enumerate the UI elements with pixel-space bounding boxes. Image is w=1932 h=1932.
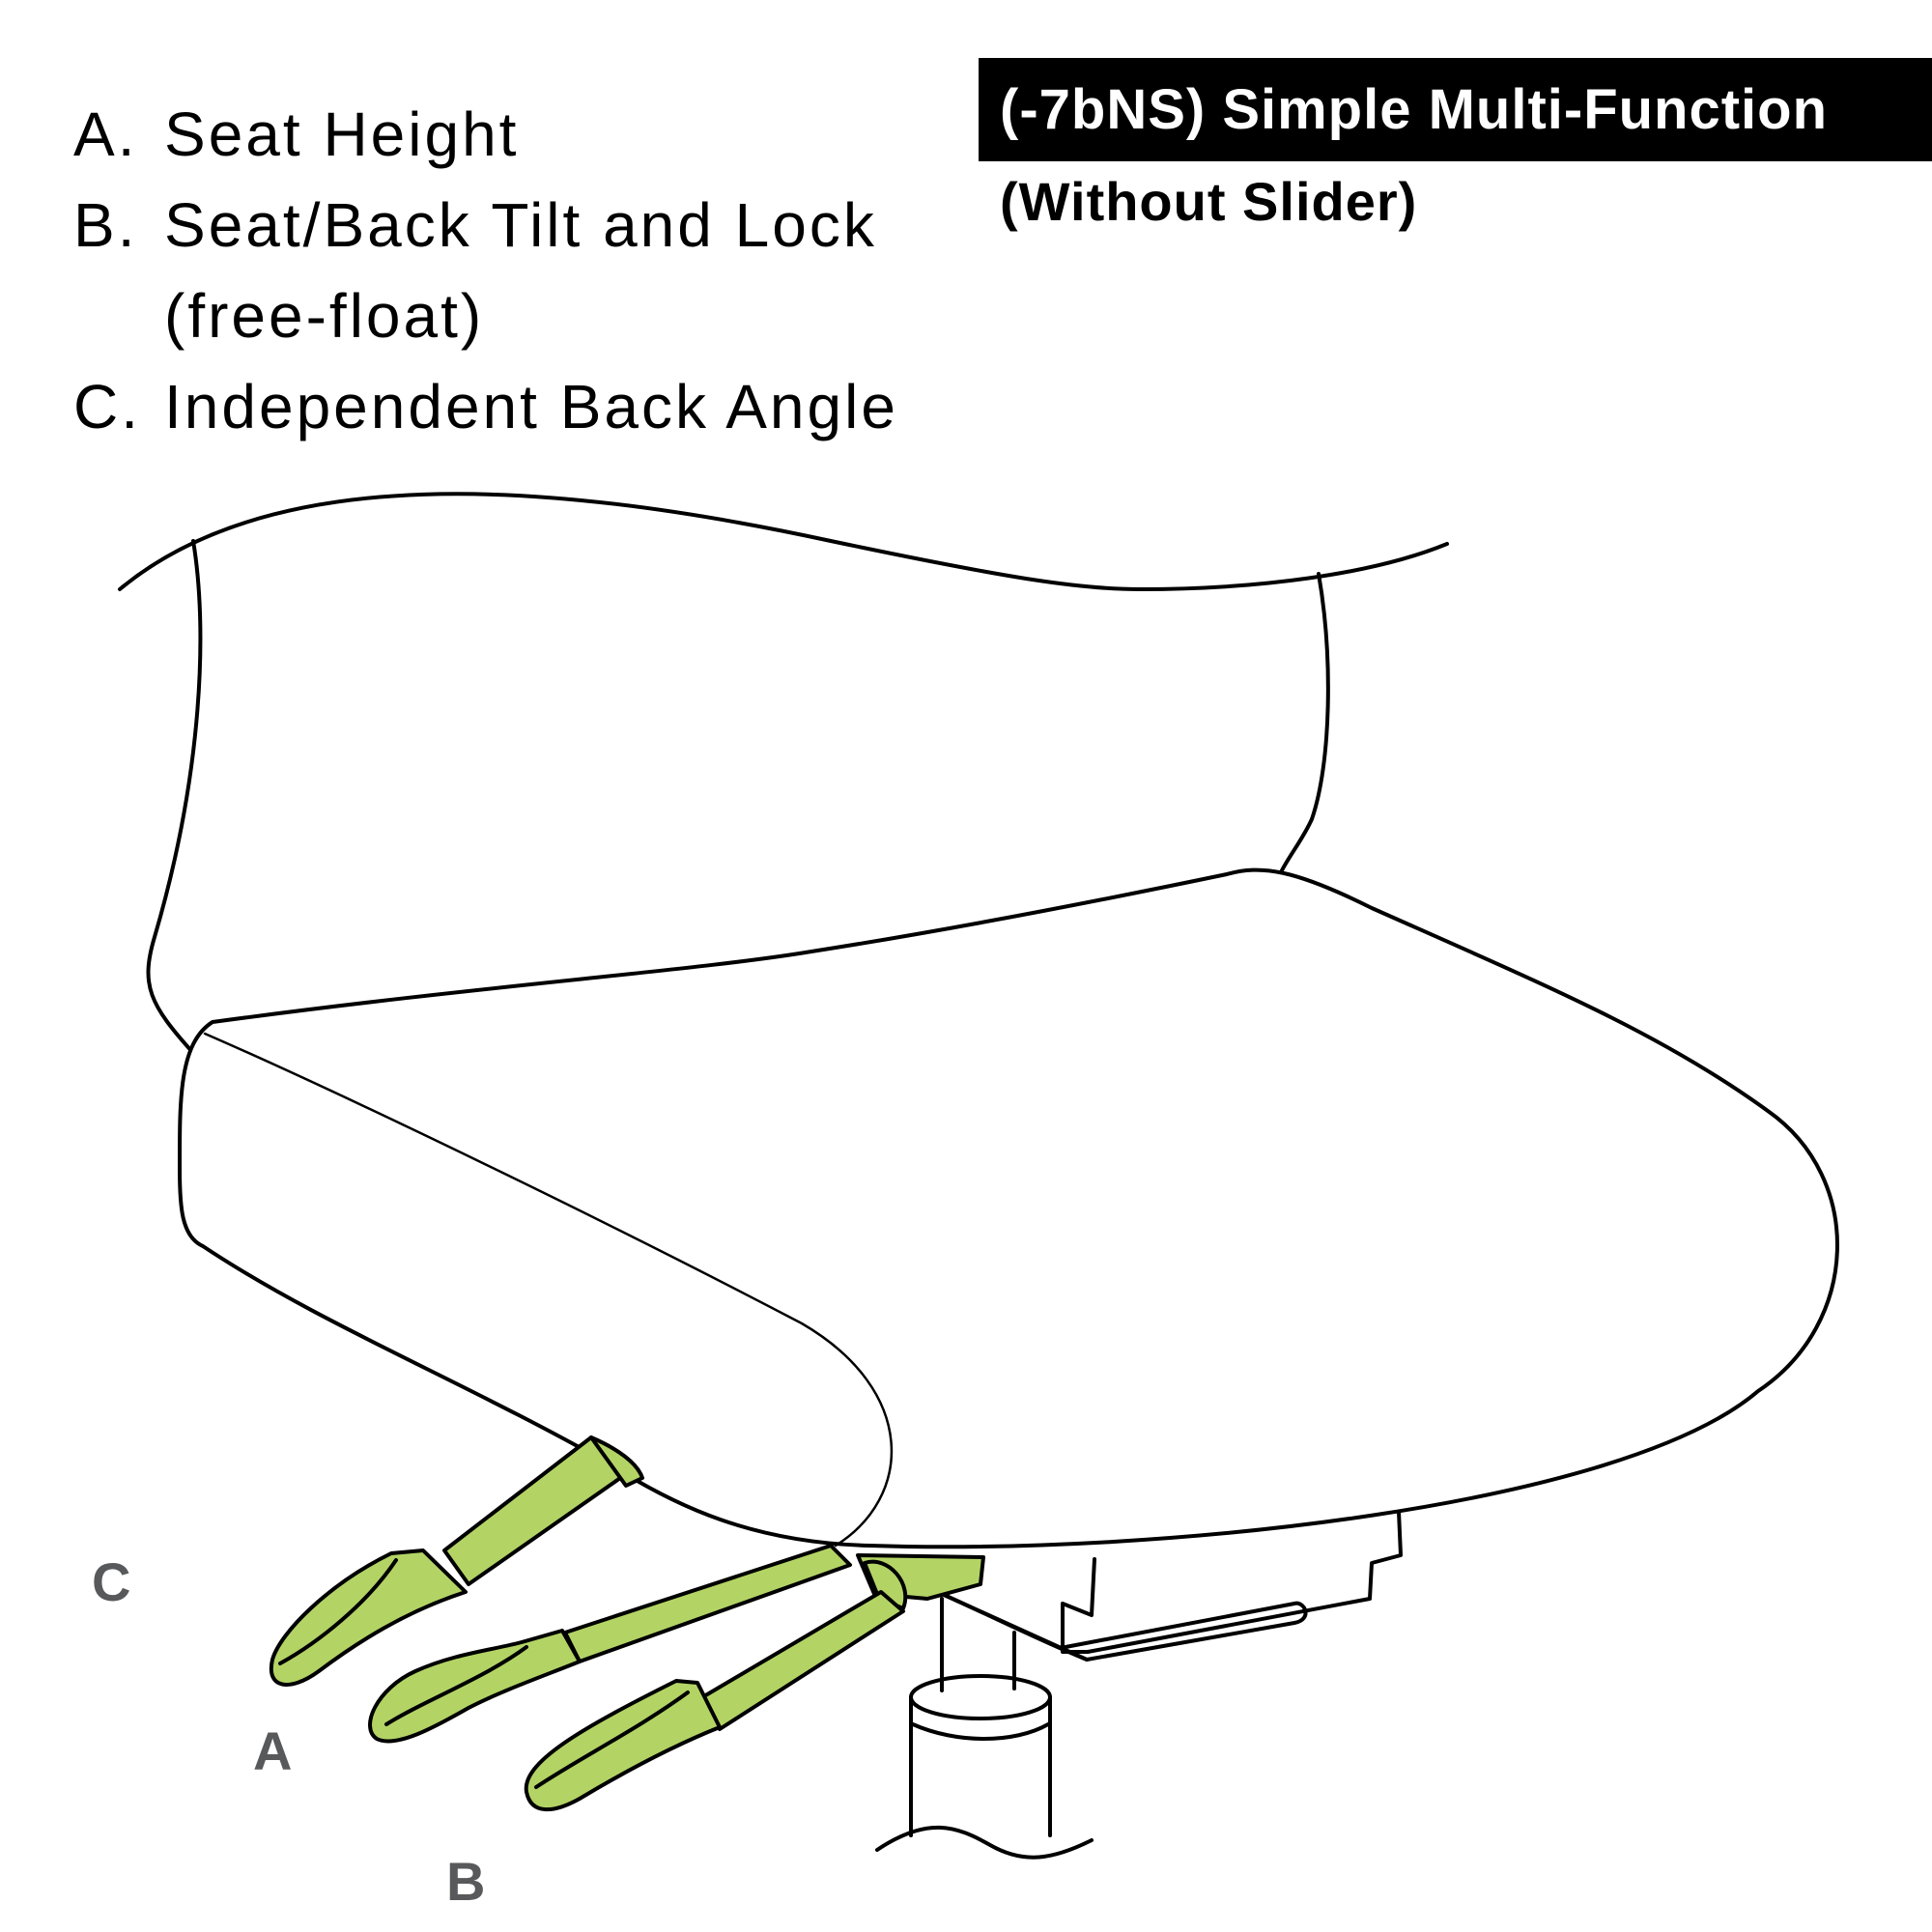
mechanism-housing — [940, 1592, 1308, 1662]
lever-c-grip-line — [278, 1558, 398, 1665]
callout-a: A — [253, 1720, 293, 1781]
cylinder-collar-top — [909, 1674, 1052, 1720]
legend-item-a: A. Seat Height — [73, 89, 898, 180]
lever-b-shaft — [696, 1590, 905, 1731]
legend-item-c: C. Independent Back Angle — [73, 361, 898, 452]
backrest-right-edge — [1279, 572, 1330, 874]
adjustment-legend: A. Seat Height B. Seat/Back Tilt and Loc… — [73, 89, 898, 452]
lever-b-grip — [524, 1679, 722, 1812]
lever-c-grip — [269, 1548, 468, 1687]
legend-item-b-continuation: (free-float) — [73, 270, 898, 361]
legend-text: Independent Back Angle — [164, 372, 898, 441]
lever-a — [368, 1544, 852, 1744]
model-title: (-7bNS) Simple Multi-Function — [979, 58, 1932, 161]
legend-letter: B. — [73, 190, 138, 260]
legend-text: Seat Height — [164, 99, 520, 169]
chair-backrest — [118, 492, 1449, 591]
model-subtitle: (Without Slider) — [1000, 171, 1418, 232]
cylinder-body — [909, 1695, 1052, 1837]
legend-letter: C. — [73, 372, 141, 441]
lever-a-grip — [368, 1629, 582, 1744]
legend-text: Seat/Back Tilt and Lock — [164, 190, 877, 260]
lever-c-collar — [589, 1435, 644, 1488]
callout-b: B — [446, 1851, 486, 1912]
chair-seat — [177, 867, 1839, 1549]
lever-b-joint — [863, 1559, 908, 1610]
legend-text: (free-float) — [164, 281, 485, 351]
mechanism-lower-plate — [940, 1592, 1089, 1662]
legend-item-b: B. Seat/Back Tilt and Lock — [73, 180, 898, 270]
seat-front-contour — [203, 1032, 894, 1548]
backrest-left-edge — [146, 539, 203, 1055]
lever-c-shaft — [442, 1435, 625, 1586]
legend-letter: A. — [73, 99, 138, 169]
lever-c — [269, 1435, 644, 1687]
cylinder-band — [911, 1722, 1050, 1741]
mechanism-front-plate — [1061, 1510, 1403, 1654]
callout-c: C — [92, 1551, 131, 1612]
lever-b — [524, 1553, 985, 1812]
cylinder-bottom-break — [875, 1825, 1094, 1860]
lever-a-grip-line — [384, 1645, 528, 1726]
lever-b-grip-line — [534, 1690, 690, 1789]
